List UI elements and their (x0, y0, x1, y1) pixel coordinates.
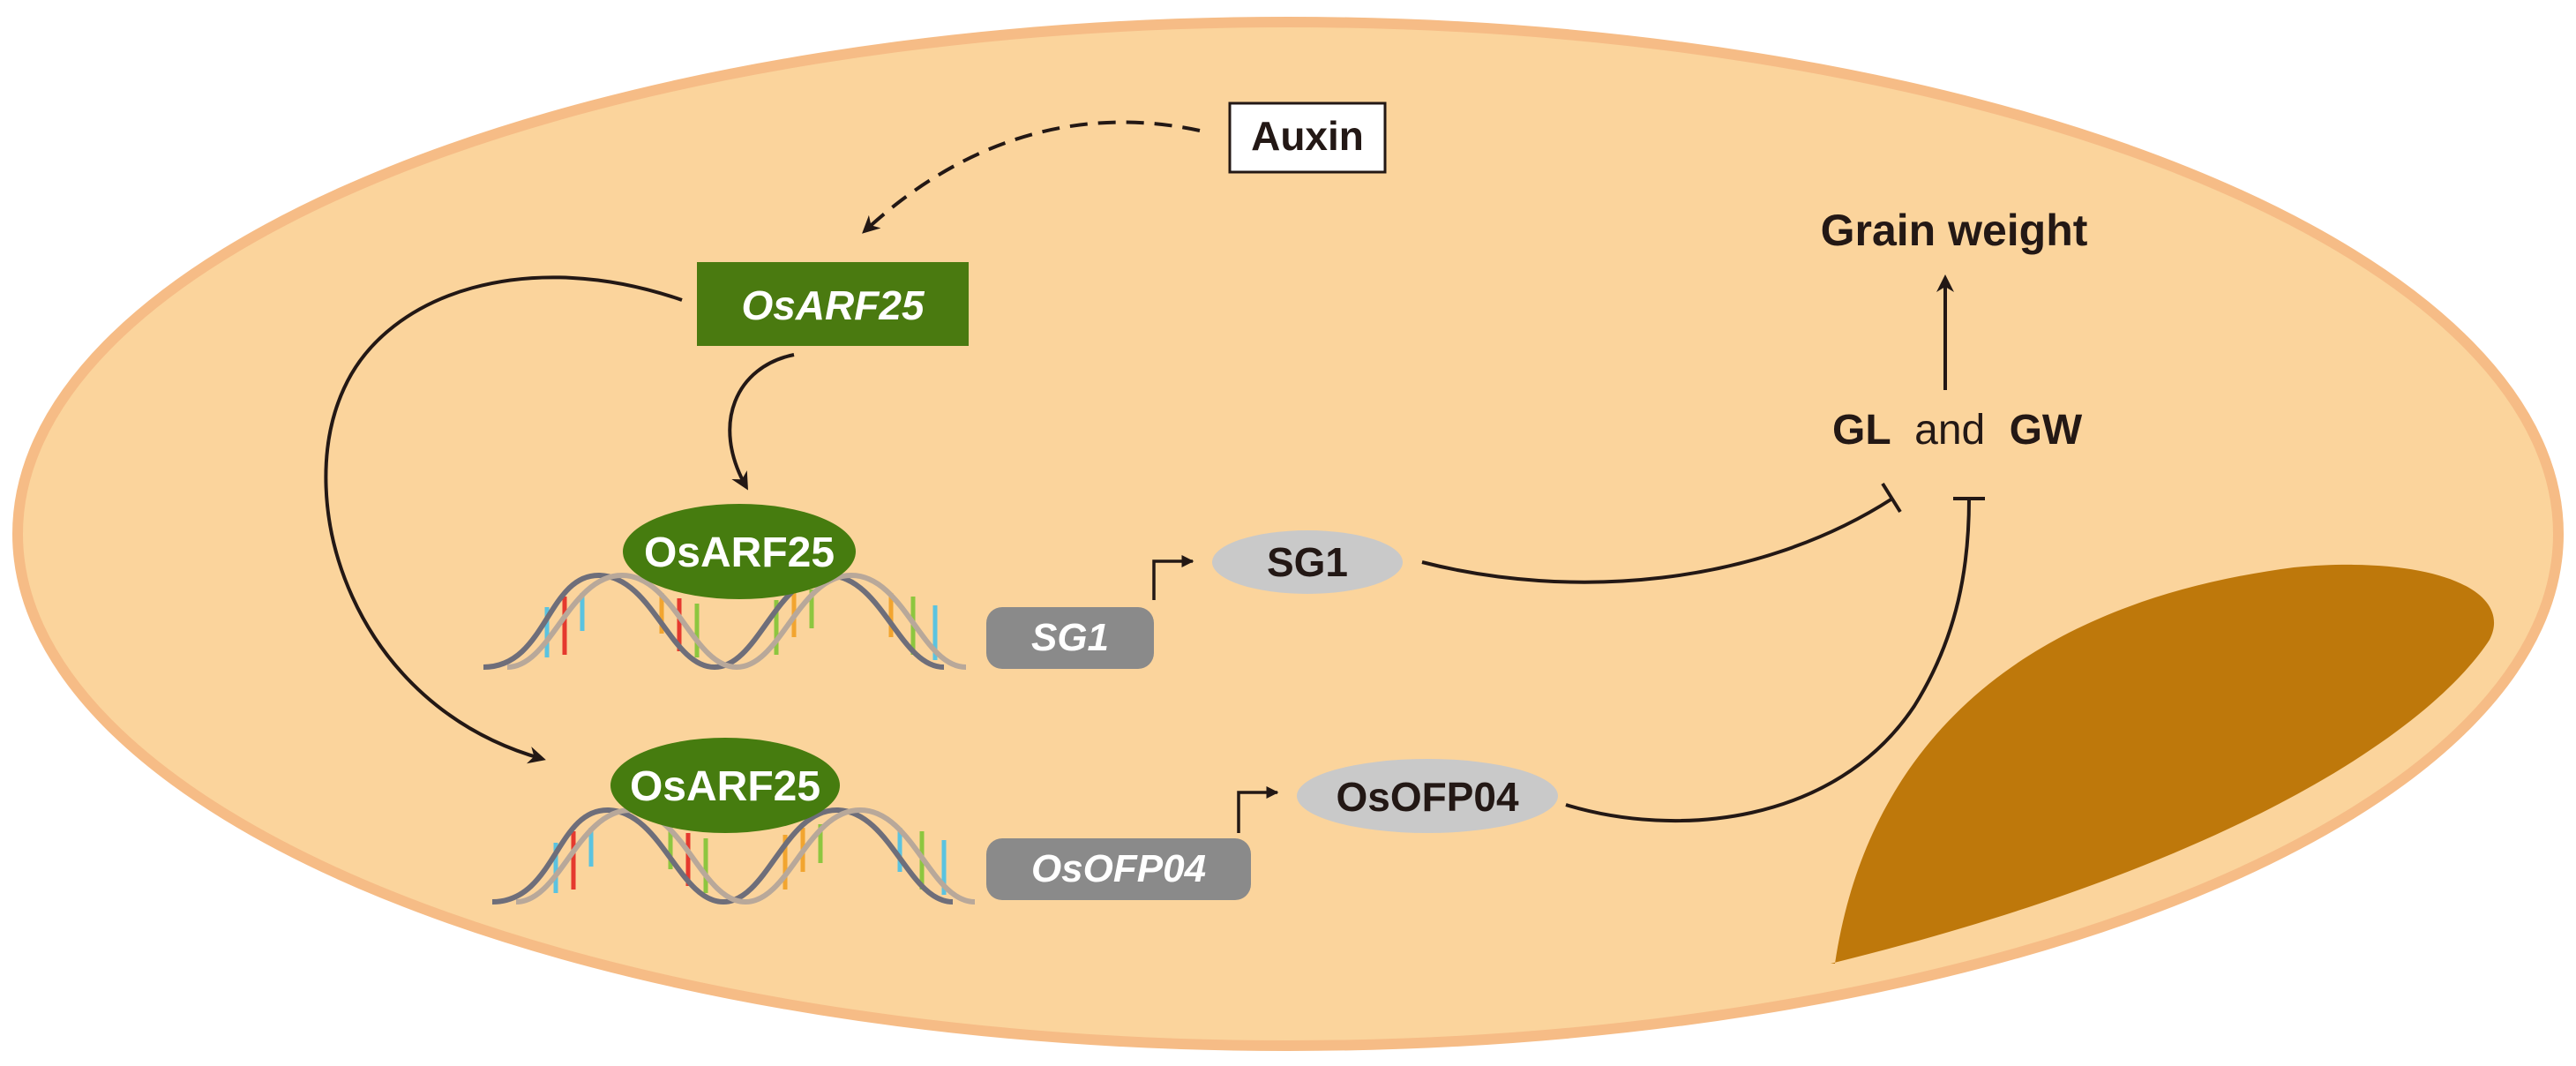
and-label: and (1914, 407, 1985, 454)
sg1-inhibition-line (1421, 497, 1894, 584)
osarf25-protein-bottom: OsARF25 (610, 738, 840, 833)
osofp04-gene-node: OsOFP04 (986, 838, 1251, 900)
osarf25-to-bottom-protein-arrow (324, 275, 683, 764)
osarf25-gene-node: OsARF25 (697, 262, 969, 346)
osarf25-protein-top: OsARF25 (623, 504, 856, 599)
auxin-node: Auxin (1228, 101, 1387, 174)
osarf25-protein-top-label: OsARF25 (644, 529, 835, 576)
osarf25-protein-bottom-label: OsARF25 (630, 763, 820, 810)
sg1-inhibition-bar (1881, 482, 1902, 514)
gw-label: GW (2010, 407, 2083, 454)
gl-gw-node: GL and GW (1832, 407, 2083, 454)
dna-helix-bottom (491, 807, 976, 905)
osofp04-gene-label: OsOFP04 (1031, 847, 1206, 890)
sg1-transcription-arrow (1152, 555, 1194, 600)
dna-helix-top (483, 572, 967, 671)
osofp04-transcription-arrow (1237, 786, 1279, 833)
sg1-protein-node: SG1 (1212, 530, 1403, 594)
osofp04-protein-label: OsOFP04 (1336, 774, 1519, 820)
auxin-label: Auxin (1251, 113, 1364, 159)
auxin-to-osarf25-arrow (862, 120, 1201, 234)
sg1-protein-label: SG1 (1267, 539, 1348, 585)
grain-weight-label: Grain weight (1821, 206, 2088, 255)
osarf25-to-top-protein-arrow (728, 353, 795, 491)
osofp04-protein-node: OsOFP04 (1297, 759, 1558, 833)
embryo-shape (1831, 564, 2495, 964)
osofp04-inhibition-line (1565, 498, 1971, 823)
sg1-gene-label: SG1 (1031, 616, 1109, 659)
svg-text:GL and GW: GL and GW (1832, 407, 2083, 454)
gl-label: GL (1832, 407, 1891, 454)
sg1-gene-node: SG1 (986, 607, 1154, 669)
osarf25-gene-label: OsARF25 (741, 282, 925, 328)
